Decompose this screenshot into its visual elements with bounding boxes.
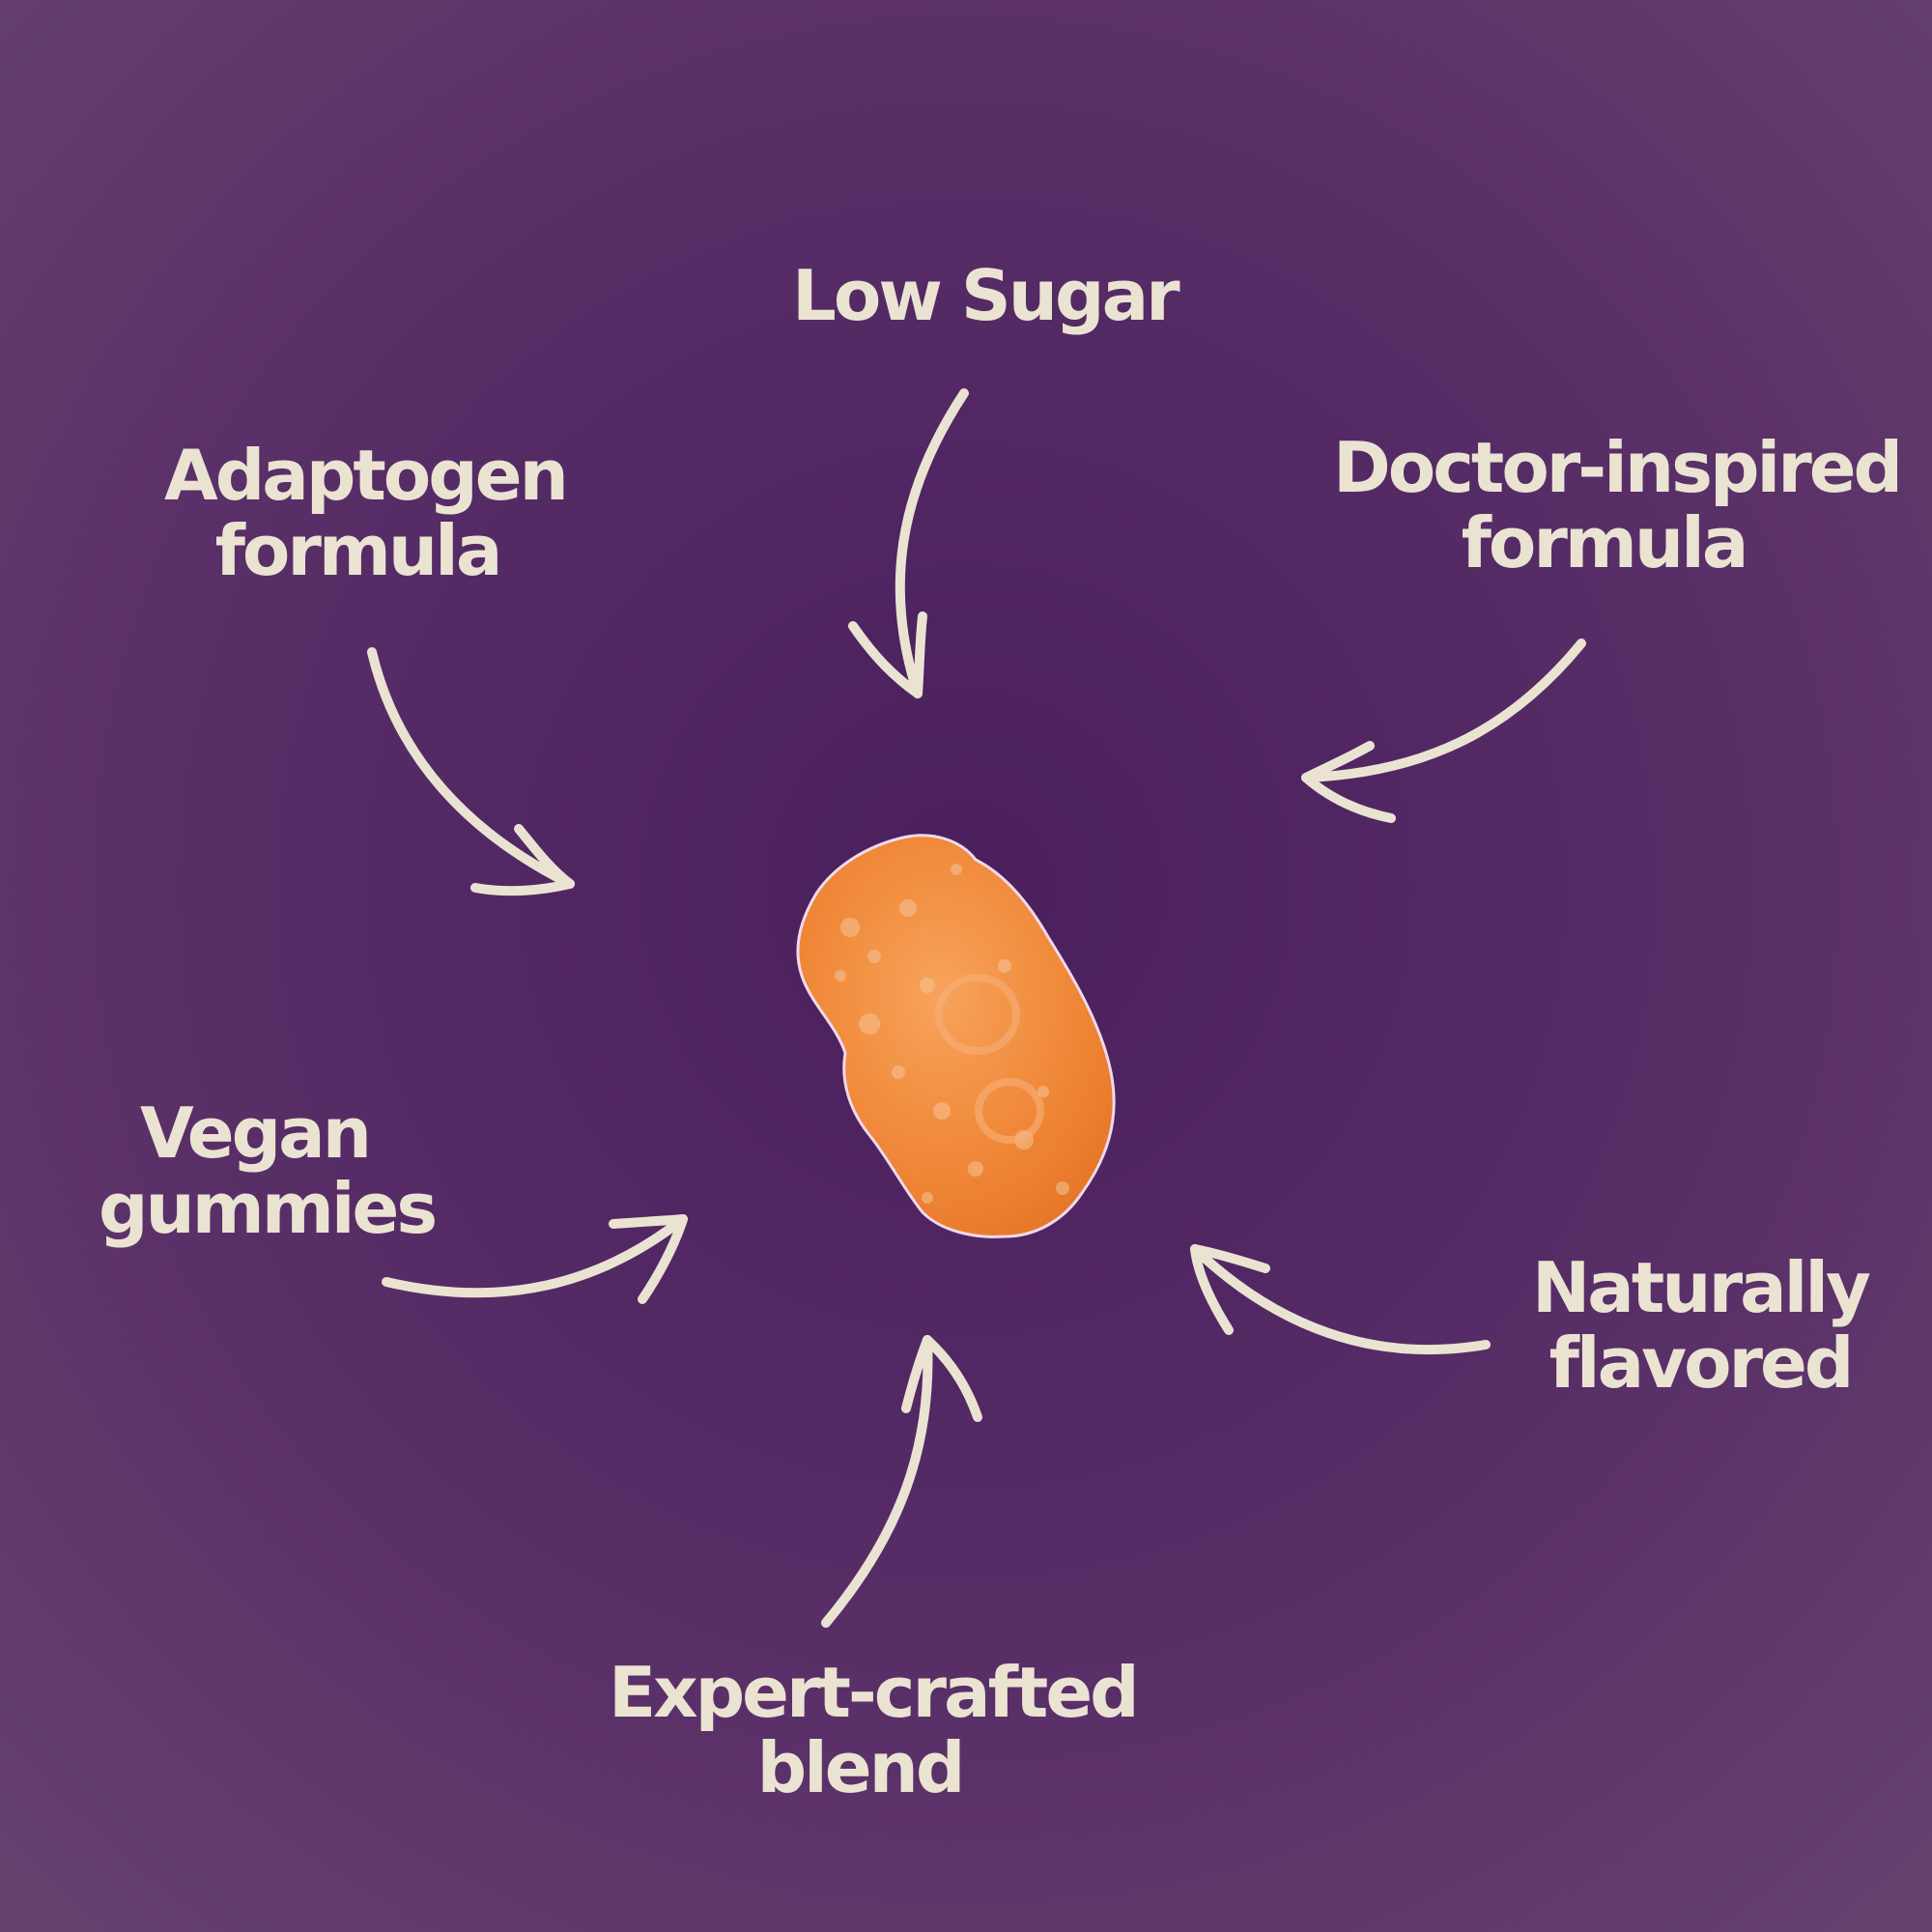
label-expert-line2: blend bbox=[756, 1727, 966, 1808]
arrow-naturally-head bbox=[1190, 1244, 1270, 1335]
arrow-vegan-shaft bbox=[382, 1214, 688, 1298]
arrow-expert-head bbox=[901, 1335, 982, 1422]
label-doctor-line1: Doctor-inspired bbox=[1333, 427, 1903, 508]
label-adaptogen: Adaptogen formula bbox=[164, 435, 569, 591]
arrow-adaptogen bbox=[367, 647, 575, 896]
arrow-low-sugar-shaft bbox=[895, 388, 969, 698]
gummy-sugar-texture bbox=[835, 864, 1069, 1204]
arrow-low-sugar bbox=[848, 388, 969, 698]
label-naturally-line1: Naturally bbox=[1532, 1247, 1871, 1328]
label-low-sugar-line1: Low Sugar bbox=[792, 255, 1180, 336]
label-naturally-line2: flavored bbox=[1548, 1322, 1855, 1404]
label-doctor: Doctor-inspired formula bbox=[1333, 427, 1903, 583]
label-doctor-line2: formula bbox=[1461, 502, 1749, 583]
label-adaptogen-line1: Adaptogen bbox=[164, 435, 569, 516]
label-adaptogen-line2: formula bbox=[214, 510, 503, 591]
label-vegan-line1: Vegan bbox=[140, 1093, 372, 1174]
arrow-vegan bbox=[382, 1214, 688, 1304]
label-expert-line1: Expert-crafted bbox=[609, 1652, 1140, 1733]
label-naturally: Naturally flavored bbox=[1517, 1250, 1884, 1401]
label-low-sugar: Low Sugar bbox=[792, 255, 1180, 336]
arrow-doctor-head bbox=[1301, 741, 1396, 823]
arrow-doctor-shaft bbox=[1301, 639, 1586, 782]
label-vegan: Vegan gummies bbox=[87, 1093, 438, 1249]
arrow-expert-shaft bbox=[821, 1335, 933, 1628]
arrow-adaptogen-head bbox=[470, 824, 575, 896]
label-expert: Expert-crafted blend bbox=[609, 1652, 1140, 1808]
arrow-adaptogen-shaft bbox=[367, 647, 575, 889]
arrow-expert bbox=[821, 1335, 982, 1628]
arrow-doctor bbox=[1301, 639, 1586, 823]
gummy-rings bbox=[935, 974, 1044, 1144]
arrow-low-sugar-head bbox=[848, 611, 927, 698]
gummy-body bbox=[796, 834, 1116, 1238]
arrow-naturally bbox=[1190, 1244, 1491, 1355]
label-vegan-line2: gummies bbox=[99, 1168, 438, 1249]
arrow-naturally-shaft bbox=[1190, 1244, 1491, 1355]
arrow-vegan-head bbox=[609, 1214, 688, 1304]
